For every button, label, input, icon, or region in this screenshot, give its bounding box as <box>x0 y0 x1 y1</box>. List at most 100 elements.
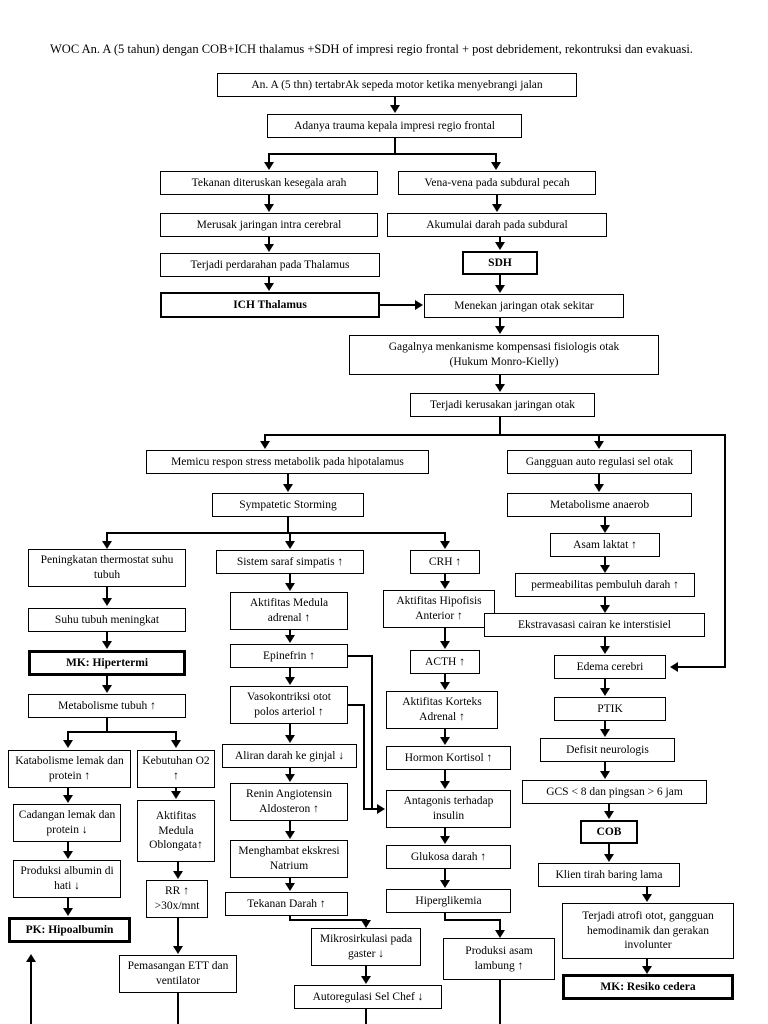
connector-n01-n02 <box>394 97 396 106</box>
node-menghambat-ekskresi-natrium: Menghambat ekskresi Natrium <box>230 840 348 878</box>
node-merusak-jaringan-intra-cerebral: Merusak jaringan intra cerebral <box>160 213 378 237</box>
arrowhead-n45 <box>285 831 295 839</box>
arrowhead-n14 <box>594 441 604 449</box>
connector-n26-n30 <box>289 668 291 678</box>
node-edema-cerebri: Edema cerebri <box>554 655 666 679</box>
arrowhead-n28 <box>440 641 450 649</box>
connector-vasokontriksi-join <box>363 808 373 810</box>
node-tekanan-darah: Tekanan Darah ↑ <box>225 892 348 916</box>
connector-n34-n39 <box>67 788 69 796</box>
arrowhead-n38 <box>600 729 610 737</box>
connector-n22-n26 <box>289 630 291 636</box>
node-pemasangan-ett-ventilator: Pemasangan ETT dan ventilator <box>119 955 237 993</box>
node-sympatetic-storming: Sympatetic Storming <box>212 493 364 517</box>
connector-n23-n28 <box>444 628 446 642</box>
connector-n11-n12 <box>499 375 501 385</box>
connector-n03-n05 <box>268 195 270 205</box>
node-kebutuhan-o2: Kebutuhan O2 ↑ <box>137 750 215 788</box>
arrowhead-n10-left <box>415 300 423 310</box>
connector-n47-n52 <box>608 844 610 855</box>
connector-n38-n43 <box>604 762 606 772</box>
arrowhead-n44 <box>63 851 73 859</box>
connector-n51-to-n55 <box>499 919 501 931</box>
node-kejadian-kecelakaan: An. A (5 thn) tertabrAk sepeda motor ket… <box>217 73 577 97</box>
arrowhead-n12 <box>495 384 505 392</box>
arrowhead-n37 <box>440 737 450 745</box>
arrowhead-n49 <box>63 908 73 916</box>
connector-n43-n47 <box>608 804 610 812</box>
connector-n54-n57 <box>365 966 367 977</box>
connector-split-right <box>495 153 497 163</box>
arrowhead-n57 <box>361 976 371 984</box>
node-epinefrin: Epinefrin ↑ <box>230 644 348 668</box>
connector-n08-n10 <box>499 275 501 286</box>
arrowhead-n40 <box>171 791 181 799</box>
arrowhead-n51 <box>440 880 450 888</box>
connector-split-bar-top <box>268 153 497 155</box>
connector-n20-n24 <box>604 557 606 565</box>
connector-n27-n32 <box>604 637 606 647</box>
arrowhead-n33 <box>600 688 610 696</box>
connector-fan-mid <box>289 532 291 542</box>
arrowhead-edema-right <box>670 662 678 672</box>
node-respon-stress-hipotalamus: Memicu respon stress metabolik pada hipo… <box>146 450 429 474</box>
connector-right-bypass-horizontal <box>678 666 726 668</box>
connector-n37-n42 <box>444 770 446 782</box>
connector-vasokontriksi-branch-h <box>348 704 365 706</box>
arrowhead-n05 <box>264 204 274 212</box>
connector-n12-split-bar <box>264 434 726 436</box>
connector-n29-right <box>175 731 177 741</box>
arrowhead-n18 <box>285 541 295 549</box>
arrowhead-n42 <box>440 781 450 789</box>
arrowhead-n32 <box>600 646 610 654</box>
arrowhead-n17 <box>102 541 112 549</box>
connector-n33-n38 <box>604 721 606 730</box>
node-vasokontriksi-otot-polos: Vasokontriksi otot polos arteriol ↑ <box>230 686 348 724</box>
node-gangguan-auto-regulasi: Gangguan auto regulasi sel otak <box>507 450 692 474</box>
node-cob: COB <box>580 820 638 844</box>
node-aktifitas-medula-oblongata: Aktifitas Medula Oblongata↑ <box>137 800 215 862</box>
arrowhead-n54 <box>361 920 371 928</box>
arrowhead-n16 <box>594 484 604 492</box>
arrowhead-n52 <box>604 854 614 862</box>
arrowhead-n36 <box>285 735 295 743</box>
connector-tekanandarah-bar <box>289 919 367 921</box>
connector-n42-n46 <box>444 828 446 837</box>
node-gcs-pingsan: GCS < 8 dan pingsan > 6 jam <box>522 780 707 804</box>
arrowhead-n25 <box>102 641 112 649</box>
node-crh: CRH ↑ <box>410 550 480 574</box>
node-akumulasi-darah-subdural: Akumulai darah pada subdural <box>387 213 607 237</box>
arrowhead-n46 <box>440 836 450 844</box>
arrowhead-n53 <box>173 946 183 954</box>
arrowhead-n26 <box>285 635 295 643</box>
arrowhead-n35 <box>171 740 181 748</box>
connector-n32-n33 <box>604 679 606 689</box>
connector-n36-n41 <box>289 768 291 775</box>
connector-n17-n21 <box>106 587 108 599</box>
node-asam-laktat: Asam laktat ↑ <box>550 533 660 557</box>
connector-n19-n23 <box>444 574 446 582</box>
arrowhead-n10 <box>495 285 505 293</box>
arrowhead-n30 <box>285 677 295 685</box>
arrowhead-n48 <box>173 871 183 879</box>
arrowhead-n24 <box>600 565 610 573</box>
connector-n30-n36 <box>289 724 291 736</box>
connector-n40-n48 <box>177 862 179 872</box>
connector-n21-n25 <box>106 632 108 642</box>
arrowhead-n06 <box>492 204 502 212</box>
node-cadangan-lemak-protein: Cadangan lemak dan protein ↓ <box>13 804 121 842</box>
connector-fan-right <box>444 532 446 542</box>
connector-n53-offpage <box>177 993 179 1024</box>
node-hiperglikemia: Hiperglikemia <box>386 889 511 913</box>
node-atrofi-otot-hemodinamik: Terjadi atrofi otot, gangguan hemodinami… <box>562 903 734 959</box>
connector-vasokontriksi-branch-v <box>363 704 365 809</box>
node-antagonis-insulin: Antagonis terhadap insulin <box>386 790 511 828</box>
node-peningkatan-thermostat: Peningkatan thermostat suhu tubuh <box>28 549 186 587</box>
connector-bottom-to-hipoalbumin <box>30 962 32 1024</box>
node-pk-hipoalbumin: PK: Hipoalbumin <box>8 917 131 943</box>
connector-split-left <box>268 153 270 163</box>
arrowhead-n22 <box>285 583 295 591</box>
node-trauma-kepala: Adanya trauma kepala impresi regio front… <box>267 114 522 138</box>
connector-n45-n50 <box>289 878 291 884</box>
connector-n10-n11 <box>499 318 501 327</box>
